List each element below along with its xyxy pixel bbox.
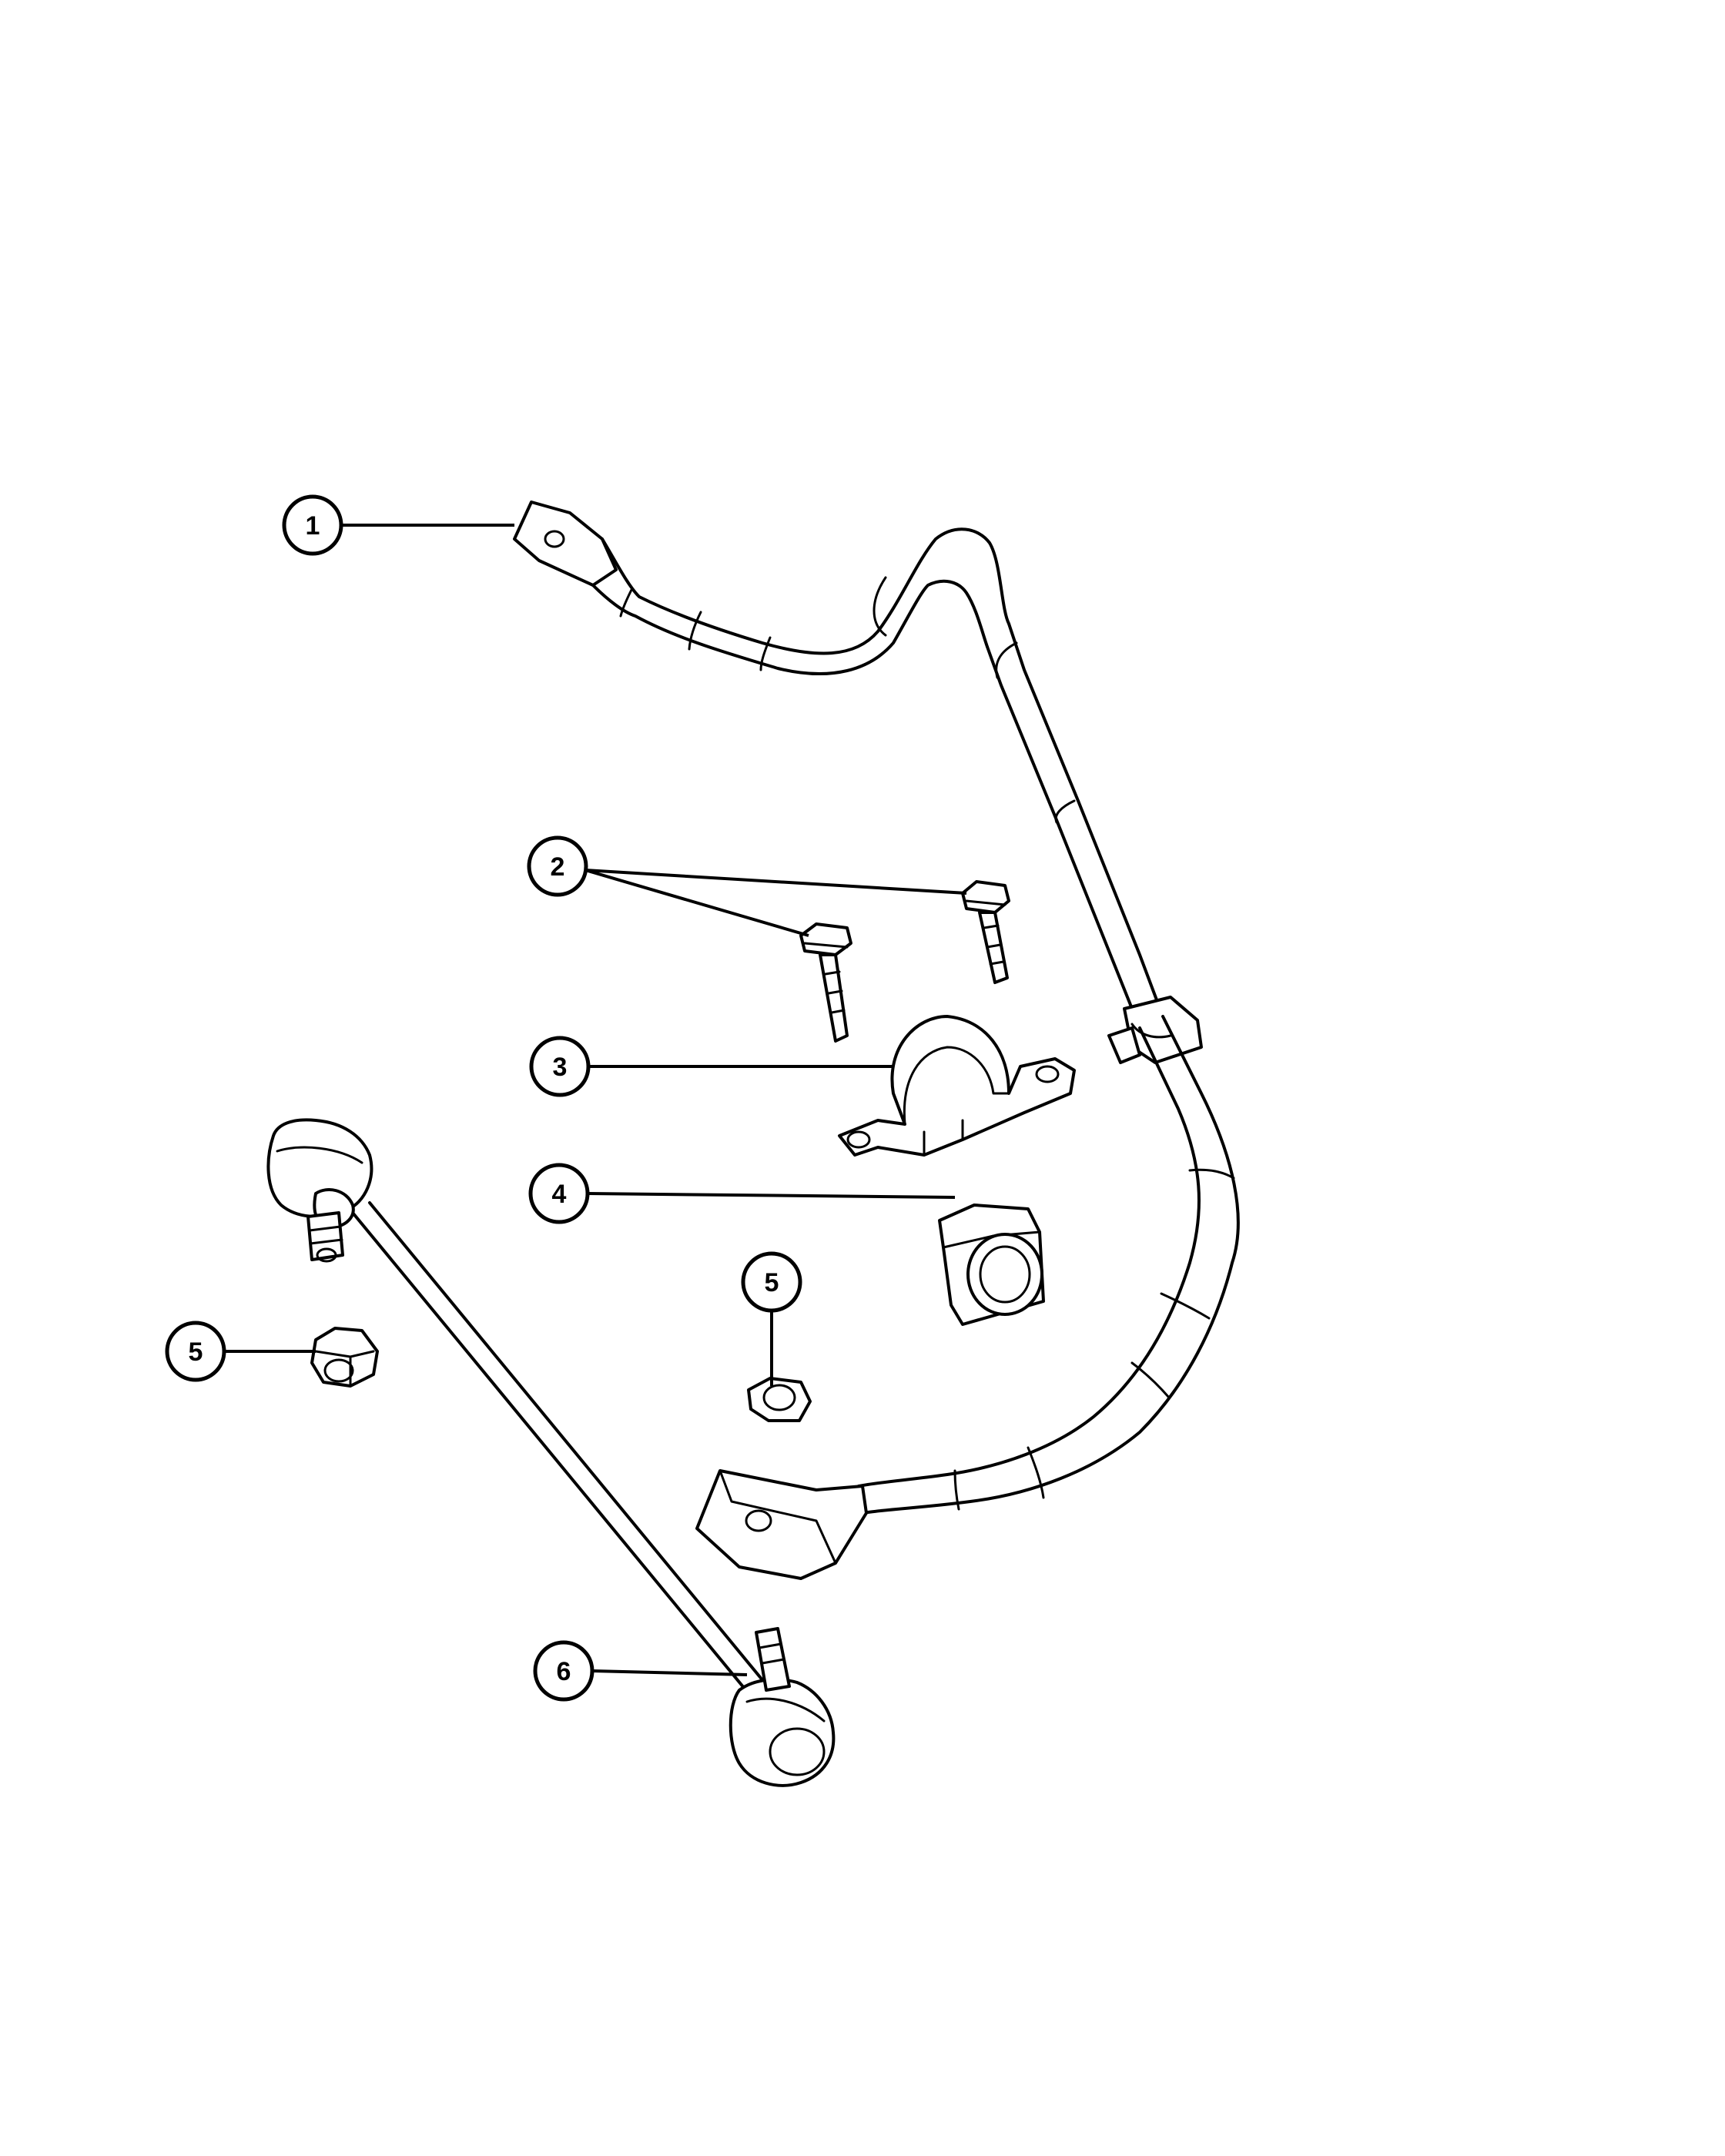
callout-2: 2 bbox=[527, 835, 967, 937]
callout-5-center-label: 5 bbox=[765, 1268, 779, 1297]
bushing bbox=[938, 1204, 1045, 1326]
callout-1-label: 1 bbox=[306, 511, 320, 541]
nut-left bbox=[310, 1327, 379, 1388]
callout-3: 3 bbox=[529, 1036, 893, 1097]
nut-center bbox=[747, 1377, 812, 1422]
callout-4-label: 4 bbox=[552, 1180, 567, 1209]
callout-5-left-label: 5 bbox=[189, 1337, 203, 1367]
stabilizer-link bbox=[266, 1118, 836, 1787]
stabilizer-bar bbox=[513, 500, 1240, 1580]
callout-1: 1 bbox=[282, 494, 514, 556]
callout-6-label: 6 bbox=[557, 1657, 571, 1686]
callout-3-label: 3 bbox=[553, 1053, 568, 1082]
bolt-left bbox=[799, 922, 852, 1043]
callout-4: 4 bbox=[528, 1163, 956, 1224]
callout-2-label: 2 bbox=[551, 852, 565, 882]
bushing-clamp bbox=[838, 1015, 1076, 1157]
callout-5-center: 5 bbox=[741, 1251, 802, 1386]
callout-5-left: 5 bbox=[165, 1321, 316, 1382]
bolt-right bbox=[961, 880, 1010, 984]
callout-6: 6 bbox=[533, 1640, 748, 1702]
